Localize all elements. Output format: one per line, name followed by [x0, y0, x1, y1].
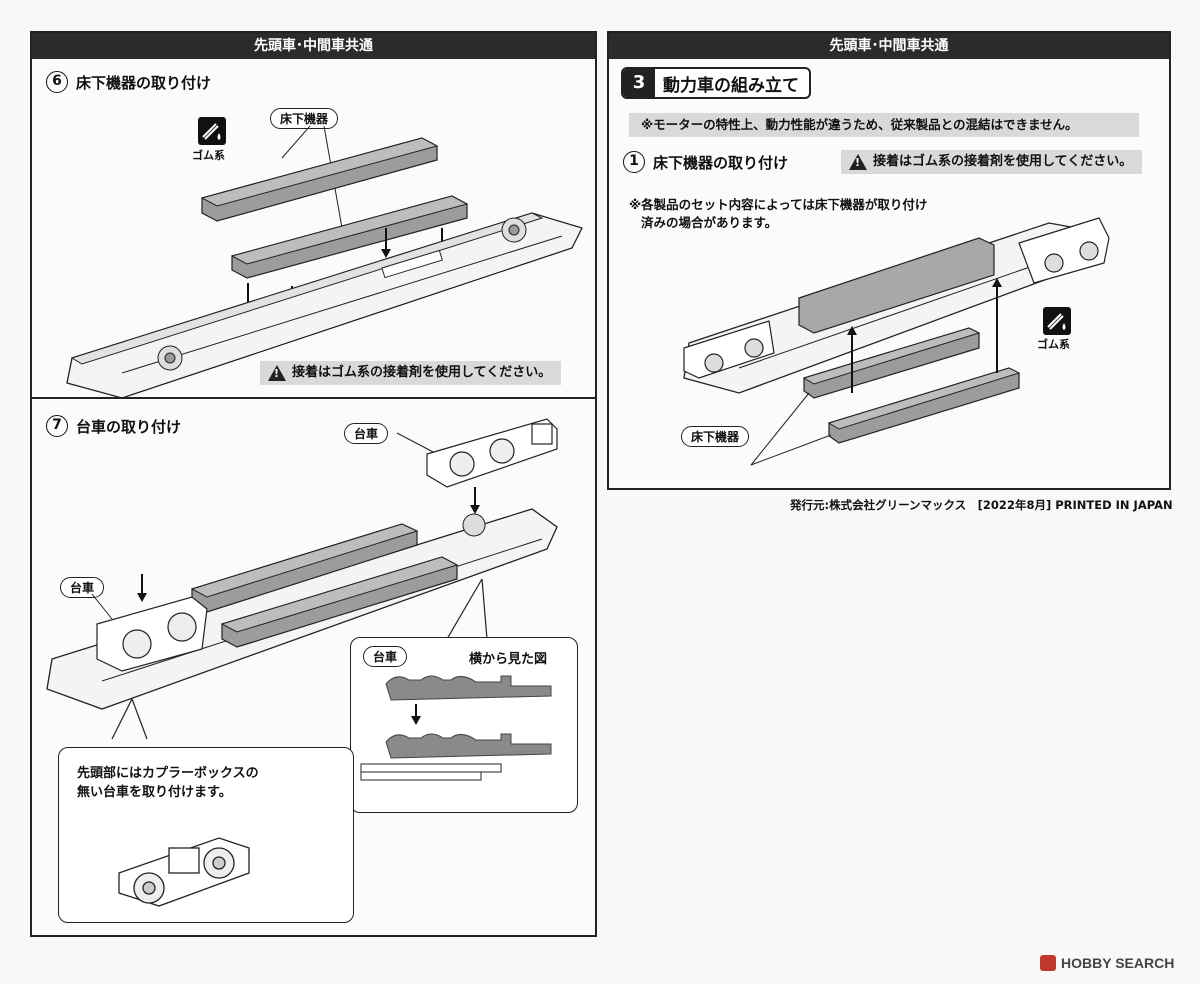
side-view-callout: 台車 横から見た図 — [350, 637, 578, 813]
side-view-title: 横から見た図 — [469, 652, 548, 667]
step6-title-text: 床下機器の取り付け — [76, 73, 212, 92]
side-view-bogie-label: 台車 — [363, 646, 408, 667]
left-panel-top: 先頭車･中間車共通 6 床下機器の取り付け ゴム系 床下機器 — [30, 31, 597, 399]
motor-notice: ※モーターの特性上、動力性能が違うため、従来製品との混結はできません。 — [629, 113, 1139, 137]
underframe-illustration-6 — [66, 125, 583, 399]
step6-number: 6 — [46, 71, 68, 93]
left-header-bar: 先頭車･中間車共通 — [32, 33, 595, 59]
section-title-box: 3 動力車の組み立て — [621, 67, 811, 99]
warning-icon — [268, 365, 286, 381]
glue-icon-right-label: ゴム系 — [1037, 338, 1070, 351]
step1-note-line2: 済みの場合があります。 — [641, 215, 778, 230]
step1-number: 1 — [623, 151, 645, 173]
lead-note-line1: 先頭部にはカプラーボックスの — [77, 766, 259, 781]
step1-title-text: 床下機器の取り付け — [653, 153, 789, 172]
lead-bogie-drawing — [118, 837, 250, 907]
underfloor-part-label-right: 床下機器 — [681, 426, 750, 447]
glue-icon-label: ゴム系 — [192, 149, 225, 162]
step1-warning: 接着はゴム系の接着剤を使用してください。 — [841, 150, 1143, 174]
step6-warning: 接着はゴム系の接着剤を使用してください。 — [260, 361, 562, 385]
power-car-illustration — [683, 217, 1110, 466]
watermark-text: HOBBY SEARCH — [1061, 955, 1175, 971]
underframe-illustration-7 — [46, 418, 558, 740]
step6-title: 6 床下機器の取り付け — [46, 71, 211, 93]
bogie-label-top: 台車 — [344, 423, 389, 444]
watermark-logo-icon — [1040, 955, 1056, 971]
step7-title-text: 台車の取り付け — [76, 417, 182, 436]
lead-bogie-callout: 先頭部にはカプラーボックスの 無い台車を取り付けます。 — [58, 747, 354, 923]
glue-icon-right — [1043, 307, 1071, 335]
watermark: HOBBY SEARCH — [1040, 955, 1174, 971]
step7-number: 7 — [46, 415, 68, 437]
bogie-label-left: 台車 — [60, 577, 105, 598]
glue-icon — [198, 117, 226, 145]
section-number: 3 — [623, 69, 655, 97]
step6-warning-text: 接着はゴム系の接着剤を使用してください。 — [292, 365, 552, 380]
side-view-diagram — [360, 675, 552, 781]
publisher-footer: 発行元:株式会社グリーンマックス [2022年8月] PRINTED IN JA… — [790, 498, 1173, 512]
right-header-bar: 先頭車･中間車共通 — [609, 33, 1169, 59]
step7-title: 7 台車の取り付け — [46, 415, 181, 437]
section-title: 動力車の組み立て — [663, 75, 799, 96]
lead-note-line2: 無い台車を取り付けます。 — [77, 785, 232, 800]
right-panel: 先頭車･中間車共通 3 動力車の組み立て ※モーターの特性上、動力性能が違うため… — [607, 31, 1171, 490]
left-panel-bottom: 7 台車の取り付け 台車 台車 — [30, 397, 597, 937]
step1-title: 1 床下機器の取り付け — [623, 151, 788, 173]
warning-icon-right — [849, 154, 867, 170]
step1-warning-text: 接着はゴム系の接着剤を使用してください。 — [873, 154, 1133, 169]
underfloor-part-label: 床下機器 — [270, 108, 339, 129]
step1-note-line1: ※各製品のセット内容によっては床下機器が取り付け — [629, 197, 928, 212]
